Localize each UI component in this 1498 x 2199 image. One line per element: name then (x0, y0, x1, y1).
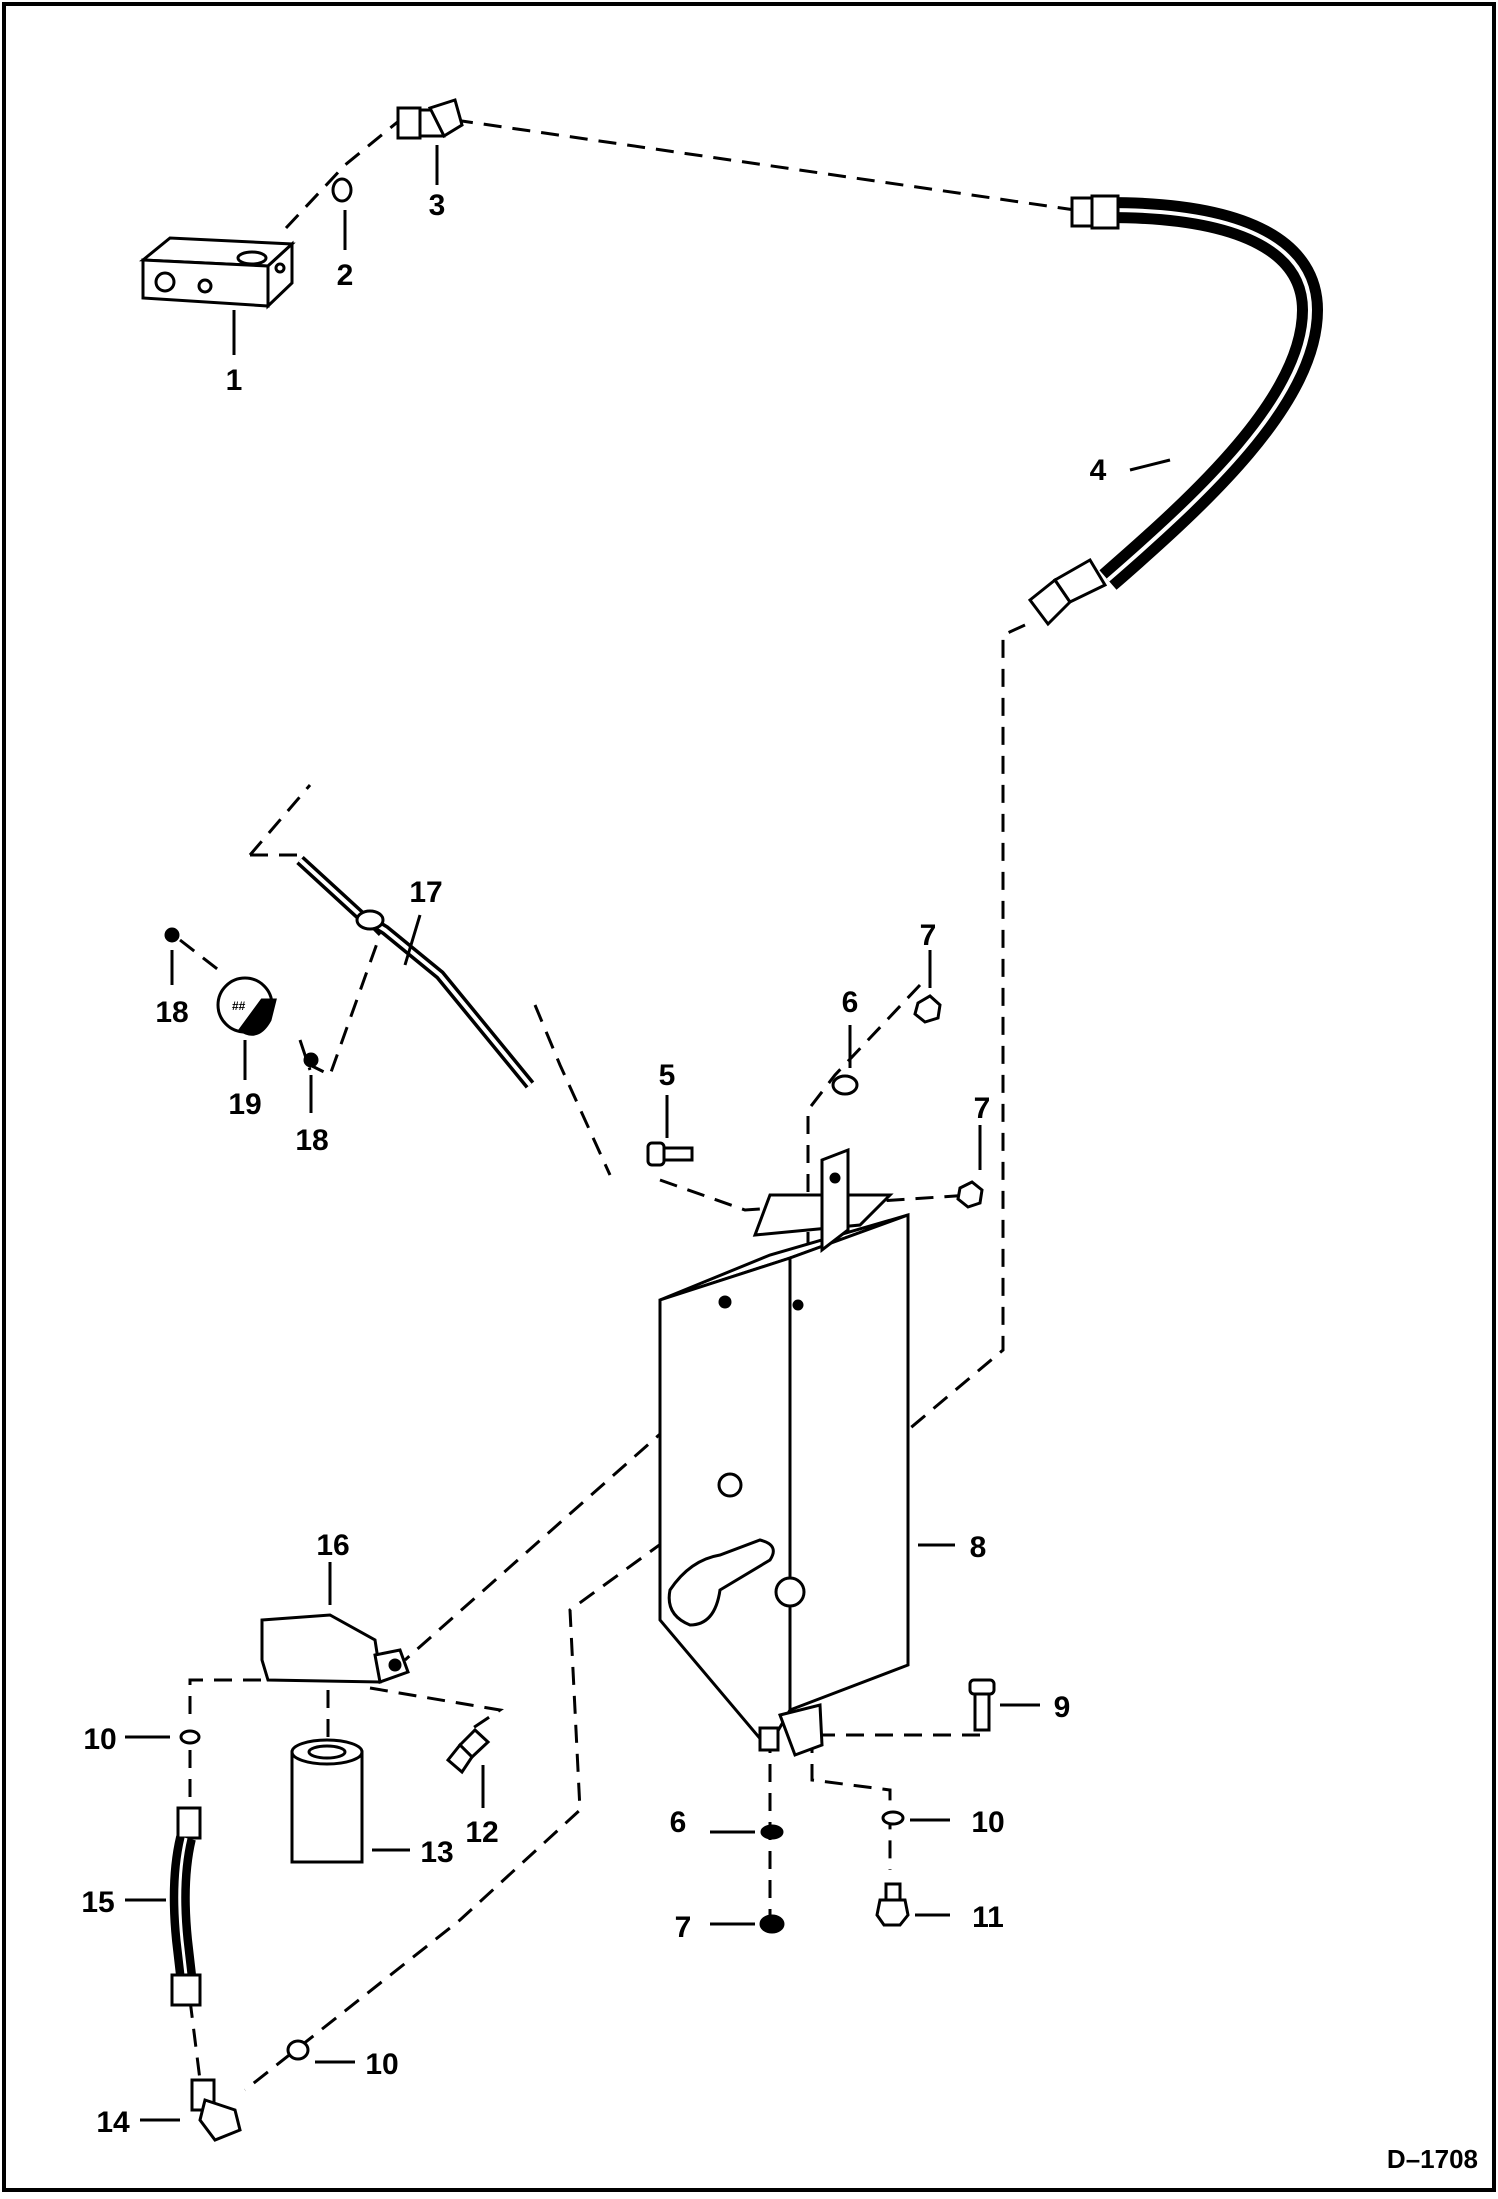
figure-code: D–1708 (1387, 2144, 1478, 2174)
part-10-o-ring-upper (179, 1729, 201, 1745)
line-hose15-to-elbow (188, 1999, 202, 2081)
callout-14: 14 (96, 2106, 130, 2139)
part-19-breather-cap: ## (216, 976, 277, 1036)
callout-labels: 1 2 3 4 5 6 7 7 8 9 10 10 10 11 12 13 14… (81, 189, 1106, 2139)
part-16-filter-head (260, 1613, 410, 1685)
callout-18-bottom: 18 (295, 1124, 328, 1157)
part-7-nut-side (956, 1180, 984, 1209)
part-9-bolt (968, 1678, 996, 1732)
part-7-nut-lower (759, 1914, 785, 1934)
part-6-washer-upper (831, 1074, 859, 1096)
svg-text:##: ## (232, 999, 246, 1013)
part-8-hydraulic-reservoir (658, 1147, 910, 1757)
callout-11: 11 (972, 1901, 1004, 1934)
part-1-valve-block (139, 236, 296, 310)
callout-13: 13 (420, 1836, 453, 1869)
line-block-to-fitting (284, 118, 401, 230)
line-dipstick-top (248, 784, 312, 856)
callout-1: 1 (226, 364, 243, 397)
leader-17 (403, 914, 422, 966)
line-drain-plug (810, 1735, 892, 1870)
line-cap-washer (179, 938, 226, 977)
part-10-o-ring-lower (286, 2039, 310, 2061)
line-dipstick-group (250, 853, 382, 1078)
callout-6-lower: 6 (670, 1806, 687, 1839)
callout-7-side: 7 (974, 1092, 991, 1125)
line-bracket-to-oring (188, 1678, 290, 1720)
part-14-elbow-fitting (190, 2078, 242, 2142)
part-18-washer-top (164, 927, 180, 943)
part-17-dipstick (296, 855, 535, 1089)
part-6-washer-lower (760, 1824, 784, 1840)
line-hose-to-tank (907, 623, 1026, 1432)
line-cap-washer-2 (298, 1039, 312, 1071)
part-5-bolt (646, 1141, 694, 1167)
leader-4 (1129, 458, 1171, 472)
line-bolt5-to-nut7 (659, 1178, 971, 1212)
line-bracket-to-bolt12 (369, 1686, 504, 1732)
line-fitting-to-hose (454, 118, 1076, 212)
callout-10-upper: 10 (83, 1723, 116, 1756)
callout-7-lower: 7 (675, 1911, 692, 1944)
callout-18-top: 18 (155, 996, 188, 1029)
callout-6-upper: 6 (842, 986, 859, 1019)
callout-16: 16 (316, 1529, 349, 1562)
line-dipstick-to-tube (533, 1004, 612, 1176)
part-12-bolt (445, 1727, 491, 1775)
part-3-elbow-fitting (396, 98, 464, 140)
part-15-hose (169, 1806, 202, 2007)
callout-7-upper: 7 (920, 919, 937, 952)
callout-2: 2 (337, 259, 354, 292)
callout-17: 17 (409, 876, 442, 909)
callout-5: 5 (659, 1059, 676, 1092)
callout-10-lower: 10 (365, 2048, 398, 2081)
part-7-nut-upper (913, 994, 942, 1024)
callout-15: 15 (81, 1886, 114, 1919)
callout-12: 12 (465, 1816, 498, 1849)
callout-19: 19 (228, 1088, 261, 1121)
part-18-washer-bottom (303, 1052, 319, 1068)
callout-9: 9 (1054, 1691, 1071, 1724)
part-13-filter-element (290, 1738, 364, 1864)
part-11-drain-plug (875, 1882, 910, 1927)
callout-8: 8 (970, 1531, 987, 1564)
callout-3: 3 (429, 189, 446, 222)
callout-4: 4 (1090, 454, 1107, 487)
part-4-hydraulic-hose (1027, 194, 1324, 627)
part-10-o-ring-drain (881, 1810, 905, 1826)
part-2-o-ring (331, 177, 353, 203)
callout-10-drain: 10 (971, 1806, 1004, 1839)
